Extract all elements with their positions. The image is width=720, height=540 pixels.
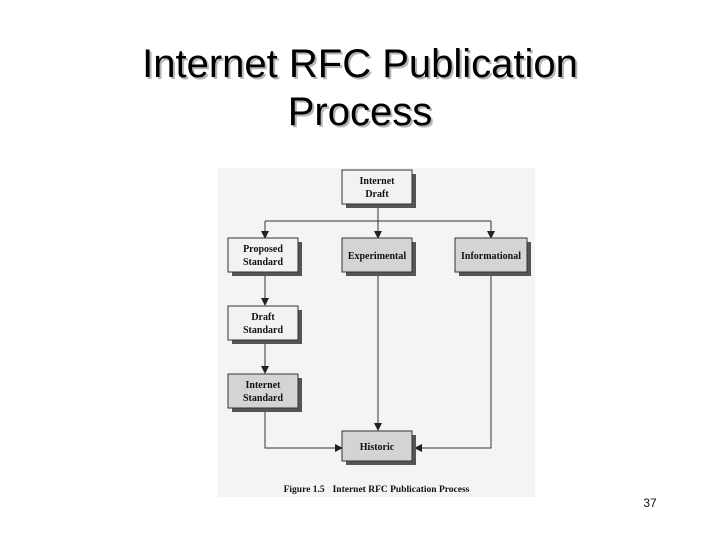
node-internet-draft-line1: Internet [360,176,396,187]
rfc-process-figure: Internet Draft Proposed Standard Experim… [218,168,535,497]
slide-title-line1: Internet RFC Publication [142,42,578,86]
node-experimental-label: Experimental [348,251,407,262]
node-internet-standard-line1: Internet [246,380,282,391]
node-historic-label: Historic [360,442,395,453]
connectors [261,205,495,452]
node-internet-standard-line2: Standard [243,393,283,404]
slide-title-line2: Process [287,90,433,134]
arrow-internet-to-historic [264,408,343,452]
arrow-informational-to-historic [414,272,492,452]
node-draft-standard: Draft Standard [227,305,302,344]
node-internet-draft-line2: Draft [365,189,389,200]
rfc-process-diagram: Internet Draft Proposed Standard Experim… [227,169,531,465]
node-informational-label: Informational [461,251,521,262]
node-internet-standard: Internet Standard [227,373,302,412]
node-draft-standard-line2: Standard [243,325,283,336]
figure-caption-number: Figure 1.5 [283,485,325,495]
slide-title: Internet RFC Publication Process [0,40,720,136]
figure-caption-text: Internet RFC Publication Process [332,485,470,495]
node-draft-standard-line1: Draft [251,312,275,323]
figure-caption: Figure 1.5 Internet RFC Publication Proce… [218,485,535,495]
node-proposed-standard-line2: Standard [243,257,283,268]
node-informational: Informational [454,237,531,276]
node-experimental: Experimental [341,237,416,276]
page-number: 37 [643,496,657,510]
node-internet-draft: Internet Draft [341,169,416,208]
node-proposed-standard-line1: Proposed [243,244,283,255]
node-historic: Historic [341,430,416,465]
node-proposed-standard: Proposed Standard [227,237,302,276]
